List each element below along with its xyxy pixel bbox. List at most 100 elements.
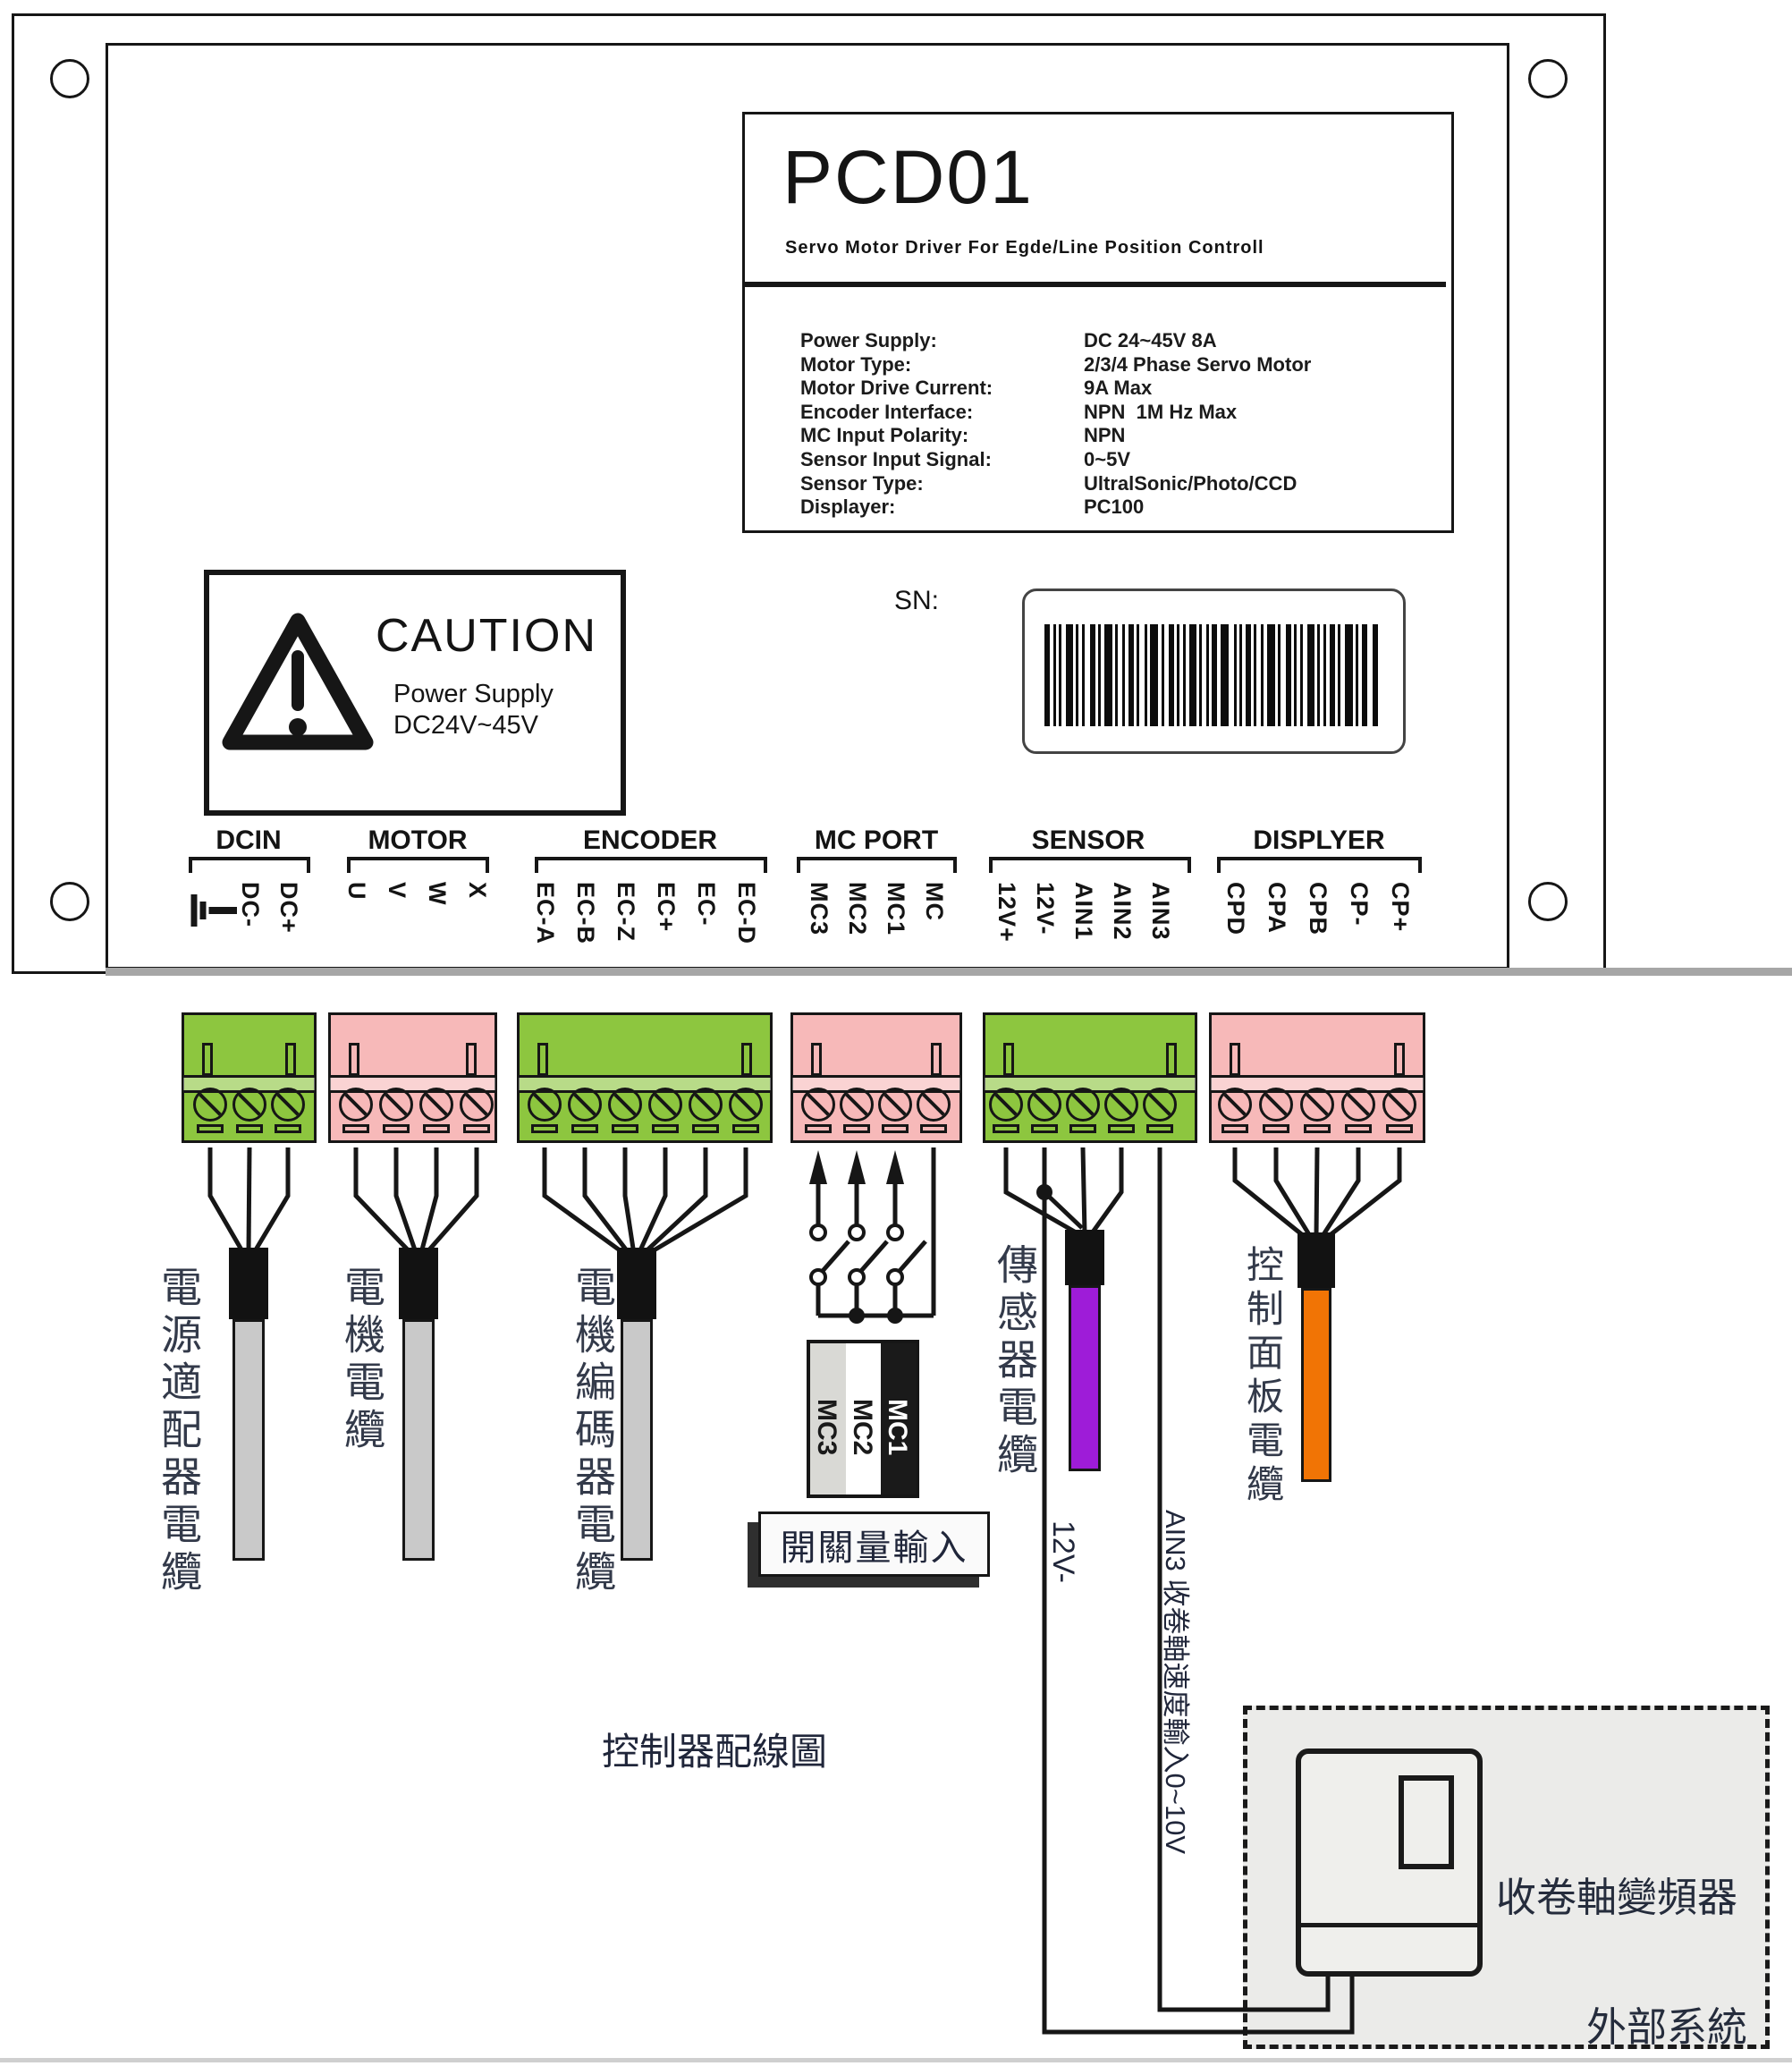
terminal-port xyxy=(612,1124,638,1133)
screw-terminal xyxy=(840,1088,874,1122)
external-system-label: 外部系統 xyxy=(1585,2004,1748,2050)
connector-slot xyxy=(811,1043,822,1076)
screw-terminal xyxy=(1027,1088,1061,1122)
spec-value: DC 24~45V 8A xyxy=(1084,329,1217,351)
inverter-divider xyxy=(1298,1923,1480,1927)
mc-legend-label: MC2 xyxy=(847,1399,877,1456)
screw-slash xyxy=(235,1090,264,1119)
switch-contact xyxy=(848,1268,866,1286)
wire xyxy=(1327,1147,1402,1238)
wire xyxy=(644,1147,708,1253)
switch-blade xyxy=(821,1240,850,1273)
terminal-port xyxy=(882,1124,909,1133)
cable-sleeve xyxy=(1298,1232,1335,1288)
screw-slash xyxy=(422,1090,451,1119)
screw-terminal xyxy=(232,1088,266,1122)
terminal-port xyxy=(1146,1124,1173,1133)
connector-mc-port xyxy=(790,1012,962,1143)
screw-terminal xyxy=(460,1088,494,1122)
switch-contact xyxy=(886,1268,904,1286)
screw-terminal xyxy=(729,1088,763,1122)
pin-label: CP+ xyxy=(1387,882,1414,933)
screw-slash xyxy=(1385,1090,1414,1119)
spec-value: NPN xyxy=(1084,424,1126,447)
screw-terminal xyxy=(271,1088,305,1122)
wire xyxy=(651,1147,748,1254)
cable-label: 電機電纜 xyxy=(339,1266,385,1455)
screw-terminal xyxy=(1218,1088,1252,1122)
cable-body xyxy=(402,1319,435,1561)
wire xyxy=(393,1147,418,1252)
wire xyxy=(638,1147,668,1253)
wire xyxy=(419,1147,439,1252)
switch-contact xyxy=(886,1224,904,1241)
pin-label: EC-D xyxy=(733,882,760,944)
screw-slash xyxy=(274,1090,302,1119)
mc-legend-label: MC1 xyxy=(883,1399,912,1456)
connector-motor xyxy=(328,1012,497,1143)
arrow-up-icon xyxy=(809,1150,827,1184)
terminal-port xyxy=(1263,1124,1289,1133)
warning-triangle-icon xyxy=(222,613,374,750)
screw-slash xyxy=(881,1090,909,1119)
connector-sensor xyxy=(983,1012,1197,1143)
terminal-port xyxy=(197,1124,224,1133)
cable-sleeve xyxy=(399,1248,438,1319)
spec-label: Displayer: xyxy=(800,495,896,519)
screw-terminal xyxy=(689,1088,723,1122)
cable-label: 傳感器電纜 xyxy=(992,1243,1038,1480)
connector-slot xyxy=(349,1043,359,1076)
wire xyxy=(1232,1147,1306,1238)
connector-slot xyxy=(1230,1043,1240,1076)
cable-label: 電源適配器電纜 xyxy=(156,1266,202,1597)
pin-label: CPB xyxy=(1305,882,1331,936)
caution-line: DC24V~45V xyxy=(393,711,539,740)
model-title: PCD01 xyxy=(782,135,1034,219)
pin-label: V xyxy=(384,882,410,900)
wire xyxy=(582,1147,630,1253)
pin-label: MC xyxy=(921,882,948,921)
screw-slash xyxy=(1069,1090,1097,1119)
pin-label: EC-A xyxy=(532,882,559,944)
wire xyxy=(426,1147,479,1253)
terminal-port xyxy=(571,1124,598,1133)
wire xyxy=(1089,1147,1124,1235)
pin-label: CPD xyxy=(1222,882,1249,936)
page-bottom-edge xyxy=(0,2058,1792,2062)
switch-blade xyxy=(898,1240,927,1273)
screw-terminal xyxy=(419,1088,453,1122)
screw-terminal xyxy=(193,1088,227,1122)
pin-label: AIN1 xyxy=(1070,882,1097,941)
connector-separator xyxy=(792,1075,960,1093)
terminal-port xyxy=(843,1124,870,1133)
screw-terminal xyxy=(568,1088,602,1122)
screw-slash xyxy=(804,1090,833,1119)
mounting-hole xyxy=(50,882,89,921)
screw-slash xyxy=(1303,1090,1331,1119)
spec-label: Encoder Interface: xyxy=(800,400,974,423)
mc-legend-item: MC1 xyxy=(881,1343,917,1494)
pin-label: CPA xyxy=(1264,882,1290,935)
screw-slash xyxy=(611,1090,639,1119)
group-label-mc-port: MC PORT xyxy=(814,826,939,855)
switch-contact xyxy=(848,1224,866,1241)
screw-terminal xyxy=(878,1088,912,1122)
pin-label: X xyxy=(464,882,491,900)
barcode xyxy=(1022,588,1406,754)
switch-contact xyxy=(809,1268,827,1286)
arrow-up-icon xyxy=(886,1150,904,1184)
cable-body xyxy=(621,1319,653,1561)
connector-separator xyxy=(330,1075,495,1093)
screw-slash xyxy=(571,1090,599,1119)
inverter-device xyxy=(1296,1748,1483,1977)
spec-label: Power Supply: xyxy=(800,329,937,351)
wire xyxy=(1003,1147,1079,1236)
inverter-display-window xyxy=(1399,1775,1454,1869)
junction-dot xyxy=(849,1308,865,1324)
screw-slash xyxy=(1145,1090,1174,1119)
pin-label: MC1 xyxy=(883,882,909,936)
group-label-motor: MOTOR xyxy=(368,826,468,855)
screw-slash xyxy=(1262,1090,1290,1119)
pin-label: MC2 xyxy=(844,882,871,936)
terminal-port xyxy=(531,1124,558,1133)
